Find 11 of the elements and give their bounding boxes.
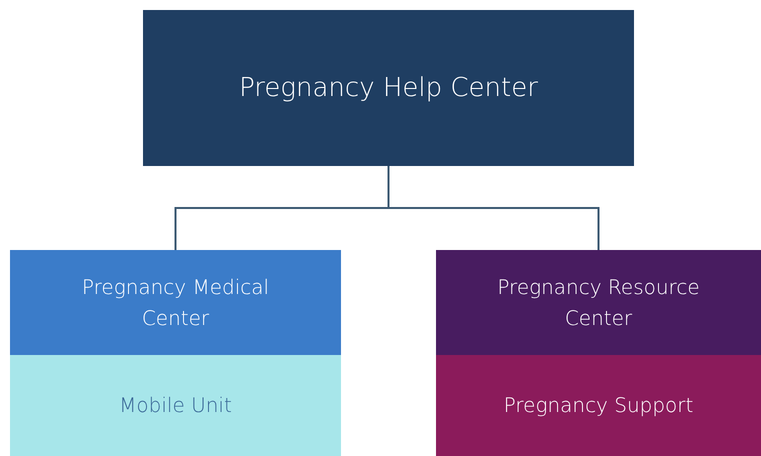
box-label: Pregnancy Medical Center [80, 274, 270, 332]
org-box [143, 10, 634, 166]
box-label: Pregnancy Resource Center [496, 274, 701, 332]
department-header-box [436, 250, 761, 355]
box-label: Pregnancy Help Center [239, 72, 538, 105]
box-label: Mobile Unit [119, 392, 232, 419]
unit-box [10, 355, 341, 456]
connector-line [388, 166, 600, 250]
box-label: Pregnancy Support [504, 392, 694, 419]
department-header-box [10, 250, 341, 355]
unit-box [436, 355, 761, 456]
